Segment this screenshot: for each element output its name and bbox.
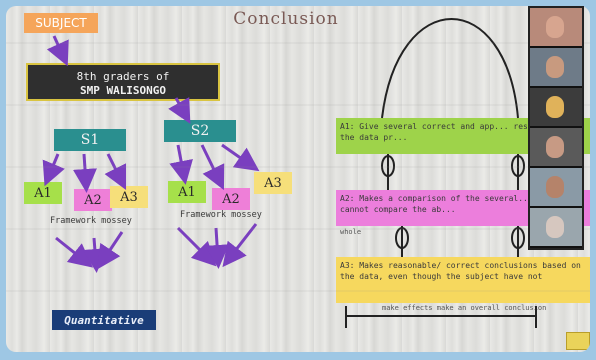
avatar bbox=[546, 216, 564, 238]
video-participants-strip bbox=[528, 6, 584, 250]
note-below-a3: make effects make an overall conclusion bbox=[382, 304, 547, 312]
slide-title: Conclusion bbox=[233, 9, 339, 29]
note-above-a3: whole bbox=[340, 228, 362, 236]
slide-corner-badge bbox=[566, 332, 590, 350]
participant-tile[interactable] bbox=[530, 168, 582, 208]
subject-label: SUBJECT bbox=[24, 13, 98, 33]
arrow-subject-to-grade bbox=[46, 35, 69, 67]
presentation-slide: SUBJECT Conclusion 8th graders of SMP WA… bbox=[6, 6, 590, 352]
participant-tile[interactable] bbox=[530, 48, 582, 88]
s2-a3-box: A3 bbox=[254, 172, 292, 194]
framework-caption-left: Framework mossey bbox=[50, 216, 132, 226]
s1-a2-box: A2 bbox=[74, 189, 112, 211]
avatar bbox=[546, 176, 564, 198]
s2-box: S2 bbox=[164, 120, 236, 142]
participant-tile[interactable] bbox=[530, 8, 582, 48]
participant-tile[interactable] bbox=[530, 208, 582, 248]
s2-a1-box: A1 bbox=[168, 181, 206, 203]
avatar bbox=[546, 136, 564, 158]
grade-line-1: 8th graders of bbox=[76, 70, 170, 83]
avatar bbox=[546, 96, 564, 118]
participant-tile[interactable] bbox=[530, 88, 582, 128]
a3-text: : Makes reasonable/ correct conclusions … bbox=[340, 261, 581, 281]
grade-box: 8th graders of SMP WALISONGO bbox=[26, 63, 220, 101]
a3-code: A3 bbox=[340, 261, 350, 270]
s1-box: S1 bbox=[54, 129, 126, 151]
hanging-frame bbox=[345, 18, 537, 328]
participant-tile[interactable] bbox=[530, 128, 582, 168]
a2-text: : Makes a comparison of the several... b… bbox=[340, 194, 577, 214]
a1-code: A1 bbox=[340, 122, 350, 131]
grade-line-2: SMP WALISONGO bbox=[79, 84, 167, 97]
a2-code: A2 bbox=[340, 194, 350, 203]
arrow-grade-to-s2 bbox=[168, 97, 191, 124]
s1-a1-box: A1 bbox=[24, 182, 62, 204]
framework-caption-right: Framework mossey bbox=[180, 210, 262, 220]
diagram-arrows bbox=[42, 18, 537, 328]
s1-a3-box: A3 bbox=[110, 186, 148, 208]
s2-a2-box: A2 bbox=[212, 188, 250, 210]
quantitative-label: Quantitative bbox=[52, 310, 156, 330]
avatar bbox=[546, 56, 564, 78]
a3-description-bar: A3: Makes reasonable/ correct conclusion… bbox=[336, 257, 590, 303]
avatar bbox=[546, 16, 564, 38]
a1-text: : Give several correct and app... respon… bbox=[340, 122, 572, 142]
